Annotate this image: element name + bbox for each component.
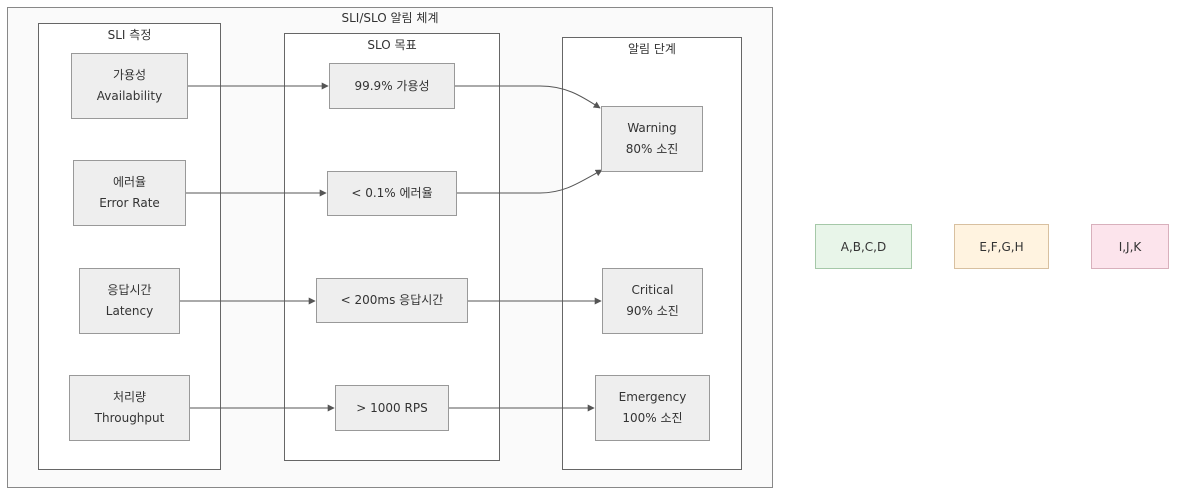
sli-error-rate-label-en: Error Rate xyxy=(99,196,160,210)
sli-throughput-label-ko: 처리량 xyxy=(112,390,147,404)
sli-latency-node: 응답시간 Latency xyxy=(79,268,180,334)
alert-group-title: 알림 단계 xyxy=(628,42,676,56)
alert-critical-label: Critical xyxy=(631,283,674,297)
slo-throughput-label: > 1000 RPS xyxy=(356,400,428,415)
slo-latency-label: < 200ms 응답시간 xyxy=(340,293,444,307)
edge-availability-to-warning xyxy=(455,85,601,109)
legend-ijk-label: I,J,K xyxy=(1118,239,1142,254)
sli-latency-label-ko: 응답시간 xyxy=(107,283,152,297)
sli-error-rate-node: 에러율 Error Rate xyxy=(73,160,186,226)
legend-abcd: A,B,C,D xyxy=(815,224,912,269)
alert-warning-node: Warning 80% 소진 xyxy=(601,106,703,172)
slo-error-rate-node: < 0.1% 에러율 xyxy=(327,171,457,216)
alert-emergency-threshold: 100% 소진 xyxy=(622,411,683,425)
slo-availability-label: 99.9% 가용성 xyxy=(354,78,430,93)
sli-availability-node: 가용성 Availability xyxy=(71,53,188,119)
sli-throughput-label-en: Throughput xyxy=(94,411,165,425)
legend-efgh: E,F,G,H xyxy=(954,224,1049,269)
slo-group-title: SLO 목표 xyxy=(367,38,417,52)
legend-ijk: I,J,K xyxy=(1091,224,1169,269)
legend-abcd-label: A,B,C,D xyxy=(840,239,887,254)
alert-critical-threshold: 90% 소진 xyxy=(626,304,679,318)
slo-error-rate-label: < 0.1% 에러율 xyxy=(351,186,433,200)
sli-latency-label-en: Latency xyxy=(105,304,154,318)
slo-latency-node: < 200ms 응답시간 xyxy=(316,278,468,323)
legend-efgh-label: E,F,G,H xyxy=(979,239,1024,254)
sli-error-rate-label-ko: 에러율 xyxy=(112,175,147,189)
alert-emergency-label: Emergency xyxy=(618,390,687,404)
alert-emergency-node: Emergency 100% 소진 xyxy=(595,375,710,441)
slo-throughput-node: > 1000 RPS xyxy=(335,385,449,431)
sli-throughput-node: 처리량 Throughput xyxy=(69,375,190,441)
slo-availability-node: 99.9% 가용성 xyxy=(329,63,455,109)
sli-availability-label-en: Availability xyxy=(96,89,163,103)
alert-critical-node: Critical 90% 소진 xyxy=(602,268,703,334)
diagram-title: SLI/SLO 알림 체계 xyxy=(341,11,439,25)
sli-availability-label-ko: 가용성 xyxy=(112,68,147,82)
alert-warning-threshold: 80% 소진 xyxy=(625,142,679,156)
edge-error-rate-to-warning xyxy=(457,169,603,194)
alert-warning-label: Warning xyxy=(627,121,677,135)
sli-group-title: SLI 측정 xyxy=(107,28,152,42)
